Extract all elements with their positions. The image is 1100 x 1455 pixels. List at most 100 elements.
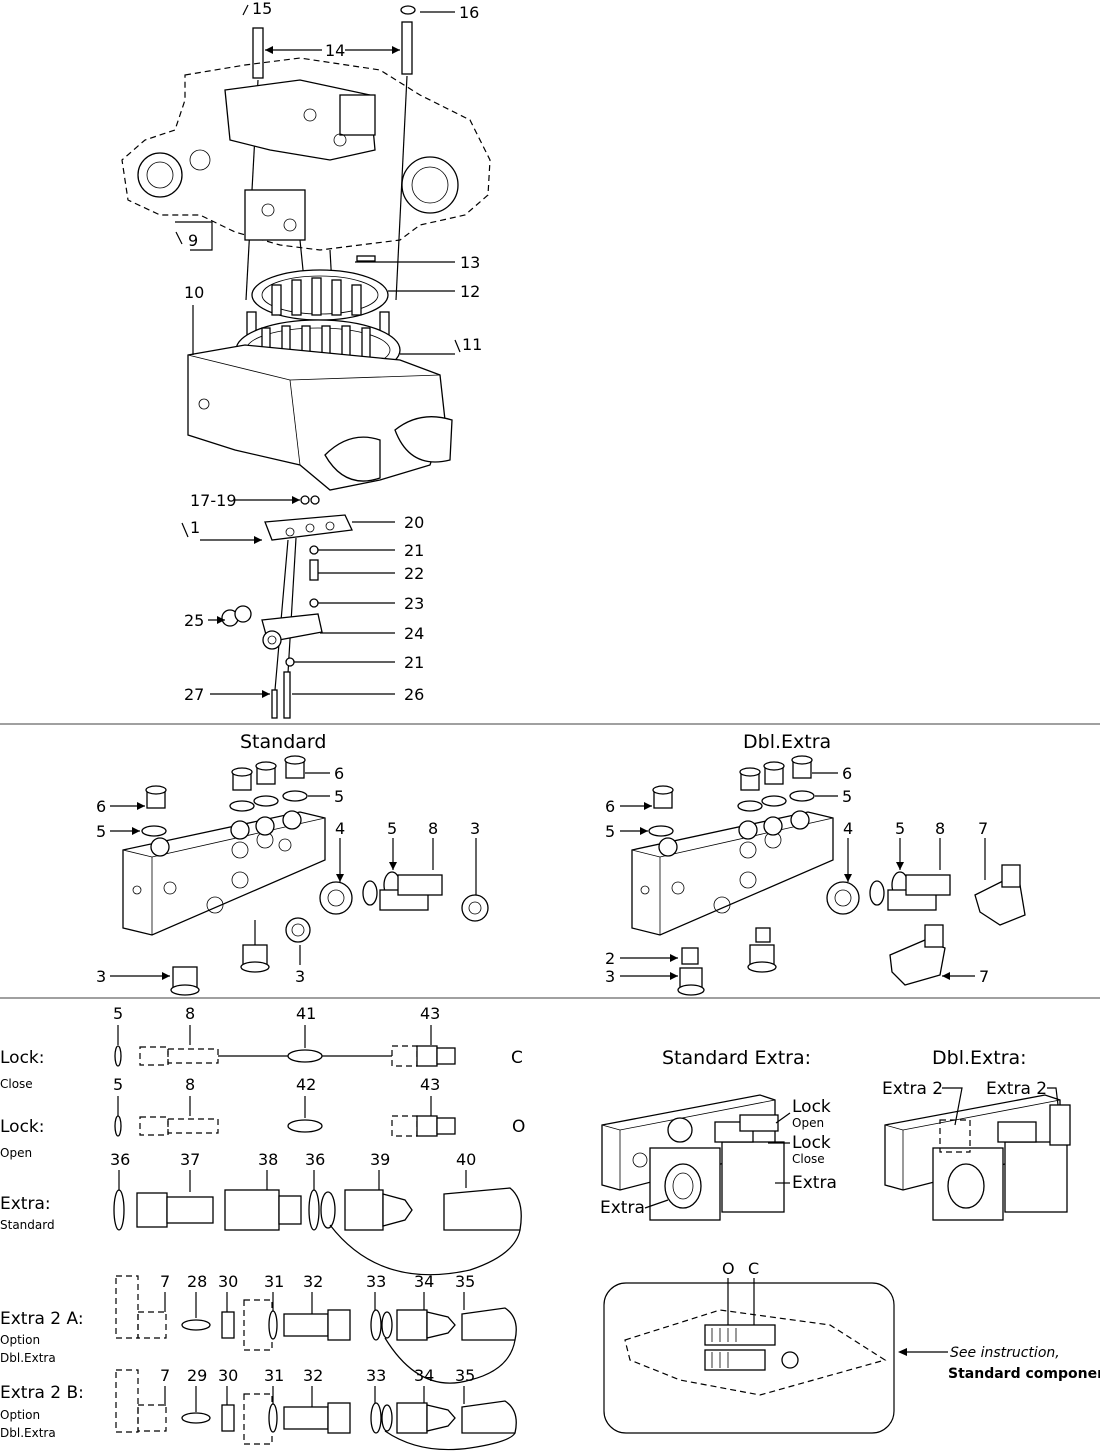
- dbl-callout-8: 8: [935, 819, 945, 838]
- e2b-num-32: 32: [303, 1366, 323, 1385]
- e2a-num-7: 7: [160, 1272, 170, 1291]
- es-num-37: 37: [180, 1150, 200, 1169]
- callout-9: 9: [188, 231, 198, 250]
- row-extra-standard: Extra: Standard 36 37 38 36 39 40: [0, 1150, 522, 1276]
- std-extra-label-right: Extra: [792, 1173, 837, 1193]
- callout-17-19: 17-19: [190, 491, 237, 510]
- std-extra-close: Close: [792, 1152, 825, 1166]
- es-num-39: 39: [370, 1150, 390, 1169]
- dbl-extra-manifold: Dbl.Extra: [620, 731, 1026, 996]
- dbl-callout-5-side: 5: [895, 819, 905, 838]
- callout-21-lower: 21: [404, 653, 424, 672]
- top-exploded-view: [121, 4, 491, 719]
- row-lock-close: Lock: Close C 5 8 41 43: [0, 1004, 523, 1091]
- es-num-36a: 36: [110, 1150, 130, 1169]
- dbl-callout-3: 3: [605, 967, 615, 986]
- e2a-num-33: 33: [366, 1272, 386, 1291]
- e2b-num-34: 34: [414, 1366, 434, 1385]
- std-extra-lock1: Lock: [792, 1097, 831, 1117]
- callout-16: 16: [459, 3, 479, 22]
- dbl-callout-6-left: 6: [605, 797, 615, 816]
- callout-15: 15: [252, 0, 272, 18]
- dbl-extra-panel: Dbl.Extra: Extra 2 Extra 2: [882, 1047, 1071, 1221]
- std-extra-lock2: Lock: [792, 1133, 831, 1153]
- lock-open-sub: Open: [0, 1146, 32, 1160]
- e2a-num-34: 34: [414, 1272, 434, 1291]
- std-callout-8: 8: [428, 819, 438, 838]
- standard-title: Standard: [240, 731, 326, 753]
- e2a-num-31: 31: [264, 1272, 284, 1291]
- std-callout-3-left: 3: [96, 967, 106, 986]
- row-lock-open: Lock: Open O 5 8 42 43: [0, 1075, 525, 1160]
- lc-num-41: 41: [296, 1004, 316, 1023]
- lo-num-8: 8: [185, 1075, 195, 1094]
- e2a-num-28: 28: [187, 1272, 207, 1291]
- ring-bolts: [246, 277, 390, 343]
- dbl-extra-callouts: 6 5 6 5 4 5 8 7 2 3 7: [605, 764, 989, 986]
- std-callout-4: 4: [335, 819, 345, 838]
- std-extra-title: Standard Extra:: [662, 1047, 811, 1069]
- callout-1: 1: [190, 518, 200, 537]
- std-callout-5-side: 5: [387, 819, 397, 838]
- inset-note-line1: See instruction,: [950, 1345, 1060, 1361]
- lock-open-end: O: [512, 1117, 525, 1137]
- lc-num-5: 5: [113, 1004, 123, 1023]
- e2a-num-35: 35: [455, 1272, 475, 1291]
- dbl-callout-6-right: 6: [842, 764, 852, 783]
- dbl-callout-2: 2: [605, 949, 615, 968]
- callout-22: 22: [404, 564, 424, 583]
- lock-close-label: Lock:: [0, 1048, 45, 1068]
- e2a-num-32: 32: [303, 1272, 323, 1291]
- row-extra2a: Extra 2 A: Option Dbl.Extra 7 28 30 31 3…: [0, 1272, 517, 1384]
- extra2a-label: Extra 2 A:: [0, 1309, 84, 1329]
- std-extra-label-left: Extra: [600, 1198, 645, 1218]
- e2b-num-7: 7: [160, 1366, 170, 1385]
- dbl-callout-7-top: 7: [978, 819, 988, 838]
- lc-num-8: 8: [185, 1004, 195, 1023]
- std-callout-5-left: 5: [96, 822, 106, 841]
- e2b-num-31: 31: [264, 1366, 284, 1385]
- dbl-callout-4: 4: [843, 819, 853, 838]
- callout-27: 27: [184, 685, 204, 704]
- e2b-num-35: 35: [455, 1366, 475, 1385]
- dbl-panel-extra2-left: Extra 2: [882, 1079, 943, 1099]
- es-num-36b: 36: [305, 1150, 325, 1169]
- callout-14: 14: [325, 41, 345, 60]
- dbl-extra-title: Dbl.Extra: [743, 731, 831, 753]
- callout-26: 26: [404, 685, 424, 704]
- dbl-callout-5-right: 5: [842, 787, 852, 806]
- extra2b-label: Extra 2 B:: [0, 1383, 84, 1403]
- callout-25: 25: [184, 611, 204, 630]
- callout-23: 23: [404, 594, 424, 613]
- e2b-num-30: 30: [218, 1366, 238, 1385]
- standard-callouts: 6 5 6 5 4 5 8 3 3 3: [96, 764, 480, 986]
- inset-o: O: [722, 1259, 735, 1278]
- callout-12: 12: [460, 282, 480, 301]
- extra-std-label: Extra:: [0, 1194, 51, 1214]
- callout-20: 20: [404, 513, 424, 532]
- extra2b-sub2: Dbl.Extra: [0, 1426, 56, 1440]
- extra2a-sub2: Dbl.Extra: [0, 1351, 56, 1365]
- callout-24: 24: [404, 624, 424, 643]
- e2b-num-33: 33: [366, 1366, 386, 1385]
- lc-num-43: 43: [420, 1004, 440, 1023]
- dbl-panel-extra2-right: Extra 2: [986, 1079, 1047, 1099]
- extra2b-sub1: Option: [0, 1408, 40, 1422]
- extra2a-sub1: Option: [0, 1333, 40, 1347]
- lock-open-label: Lock:: [0, 1117, 45, 1137]
- lo-num-5: 5: [113, 1075, 123, 1094]
- std-callout-3-bottom: 3: [295, 967, 305, 986]
- es-num-38: 38: [258, 1150, 278, 1169]
- lock-close-end: C: [511, 1048, 523, 1068]
- lock-close-sub: Close: [0, 1077, 33, 1091]
- e2b-num-29: 29: [187, 1366, 207, 1385]
- row-extra2b: Extra 2 B: Option Dbl.Extra 7 29 30 31 3…: [0, 1366, 517, 1451]
- extra-std-sub: Standard: [0, 1218, 55, 1232]
- es-num-40: 40: [456, 1150, 476, 1169]
- e2a-num-30: 30: [218, 1272, 238, 1291]
- standard-manifold: Standard: [110, 731, 489, 996]
- dbl-panel-title: Dbl.Extra:: [932, 1047, 1027, 1069]
- top-callouts: 15 16 14 9 13 12 10 11 17-19 20 1 21 22 …: [184, 0, 482, 704]
- std-callout-6-left: 6: [96, 797, 106, 816]
- instruction-inset: O C See instruction, Standard components: [603, 1259, 1100, 1434]
